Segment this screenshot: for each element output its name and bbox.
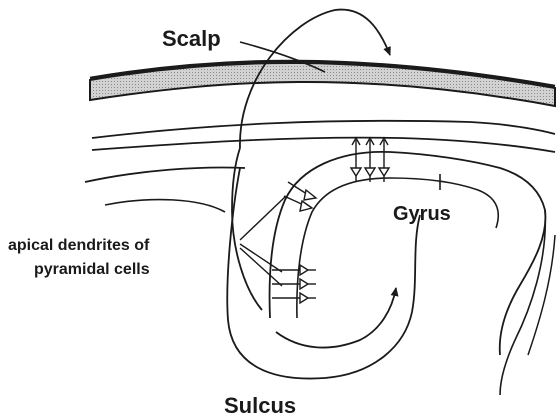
cortex-inner-left	[105, 200, 225, 212]
skull-line-2	[92, 138, 555, 152]
return-current-arc	[276, 288, 396, 348]
skull-line-1	[92, 121, 555, 138]
label-gyrus: Gyrus	[393, 203, 451, 225]
label-apical-line2: pyramidal cells	[34, 261, 150, 278]
label-scalp: Scalp	[162, 26, 221, 51]
right-fold	[500, 210, 545, 395]
dipole-left-loop	[232, 148, 262, 310]
label-apical-line1: apical dendrites of	[8, 237, 150, 254]
dendrite-cluster-sulcus	[272, 265, 316, 303]
dendrite-cluster-gyrus	[351, 138, 389, 182]
gyrus-inner-contour	[297, 178, 498, 318]
right-fold-inner	[528, 235, 555, 355]
cortex-surface-left	[85, 168, 245, 182]
label-sulcus: Sulcus	[224, 393, 296, 418]
dendrite-cluster-oblique	[284, 182, 316, 211]
